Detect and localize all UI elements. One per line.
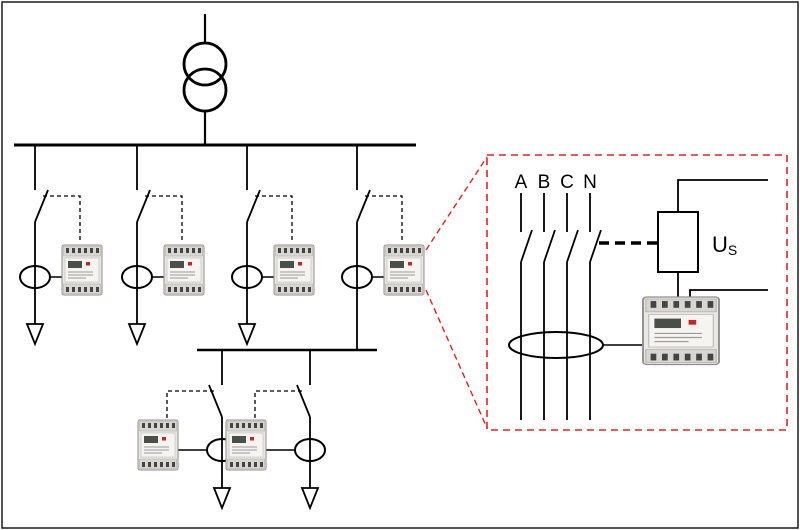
- circuit-breaker-icon: [543, 229, 556, 263]
- phase-label-n: N: [583, 172, 597, 193]
- transformer-primary-winding: [182, 41, 228, 87]
- transformer-secondary-winding: [182, 67, 228, 113]
- energy-meter-icon: [383, 244, 425, 296]
- phase-label-a: A: [515, 172, 528, 193]
- breaker-meter-dashed-link: [365, 195, 403, 243]
- supply-bottom-connector: [689, 289, 768, 297]
- detail-wiring-view: A B C N US: [508, 172, 768, 420]
- feeder-assembly-1: [20, 145, 102, 344]
- current-transformer-icon: [508, 331, 604, 359]
- sub-feeder-assembly-2: [226, 350, 325, 508]
- energy-meter-icon: [642, 296, 720, 366]
- voltage-supply-element: [657, 211, 699, 273]
- voltage-supply-label: US: [712, 232, 737, 258]
- transformer-icon: [182, 14, 228, 145]
- circuit-breaker-icon: [356, 189, 371, 223]
- phase-label-b: B: [538, 172, 551, 193]
- sub-feeder-assembly-1: [138, 350, 237, 508]
- callout-line-bottom: [425, 289, 488, 429]
- callout-line-top: [425, 156, 488, 251]
- feeder-assembly-3: [232, 145, 314, 344]
- circuit-breaker-icon: [589, 229, 602, 263]
- circuit-breaker-icon: [520, 229, 533, 263]
- detail-callout-box: [486, 154, 788, 431]
- callout-lines: [425, 156, 488, 429]
- feeder-assembly-4: [341, 145, 425, 350]
- phase-label-c: C: [560, 172, 574, 193]
- circuit-breaker-icon: [566, 229, 579, 263]
- supply-top-connector: [677, 179, 768, 212]
- phase-conductors: [520, 193, 602, 420]
- feeder-assembly-2: [122, 145, 204, 344]
